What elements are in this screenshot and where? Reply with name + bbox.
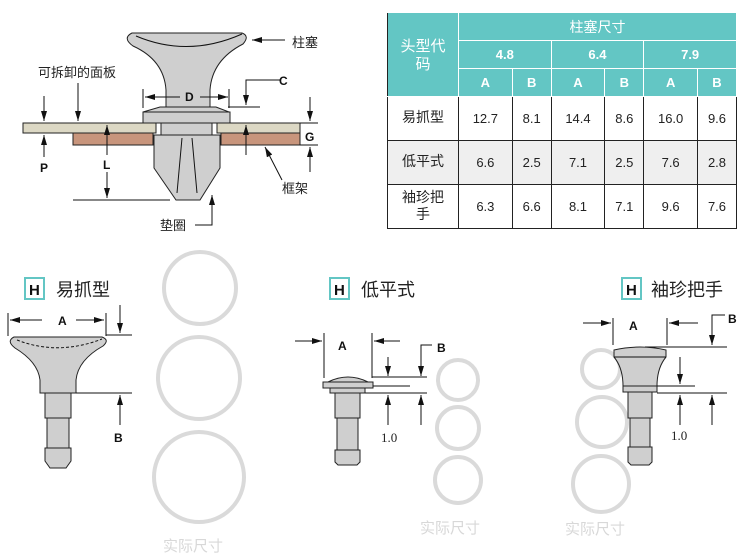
table-cell: 16.0	[643, 96, 698, 141]
washer-label: 垫圈	[160, 218, 186, 234]
dim-b-label: B	[114, 431, 123, 445]
dim-c-label: C	[279, 74, 288, 88]
dim-p-label: P	[40, 161, 48, 175]
row-header: 易抓型	[387, 96, 459, 141]
actual-size-ring	[435, 405, 481, 451]
plunger-flange	[142, 106, 230, 113]
table-cell: 8.1	[550, 184, 606, 229]
subcol-header: B	[511, 68, 552, 97]
dim-b-label: B	[728, 312, 737, 326]
frame-left	[72, 132, 154, 146]
variant-mini-handle: H 袖珍把手 实际尺寸 A B 1.0	[565, 277, 737, 538]
subcol-header: B	[604, 68, 645, 97]
table-cell: 9.6	[696, 96, 738, 141]
dim-l-label: L	[103, 158, 110, 172]
table-cell: 7.6	[643, 140, 698, 185]
dim-a-label: A	[338, 339, 347, 353]
subcol-header: A	[643, 68, 698, 97]
row-header: 袖珍把手	[387, 184, 459, 229]
table-cell: 12.7	[458, 96, 513, 141]
table-cell: 7.1	[550, 140, 606, 185]
table-cell: 9.6	[643, 184, 698, 229]
table-cell: 2.8	[696, 140, 738, 185]
size-header: 7.9	[643, 40, 737, 69]
table-cell: 6.6	[458, 140, 513, 185]
table-row: 低平式 6.6 2.5 7.1 2.5 7.6 2.8	[387, 140, 738, 185]
gap-value: 1.0	[671, 428, 687, 443]
table-cell: 7.6	[696, 184, 738, 229]
variant-title: 低平式	[361, 280, 415, 301]
subcol-header: A	[550, 68, 606, 97]
actual-size-ring	[433, 455, 483, 505]
table-row: 易抓型 12.7 8.1 14.4 8.6 16.0 9.6	[387, 96, 738, 141]
plunger-label: 柱塞	[292, 35, 318, 51]
dim-b-label: B	[437, 341, 446, 355]
removable-panel-right	[216, 122, 301, 134]
table-cell: 14.4	[550, 96, 606, 141]
corner-header: 头型代码	[387, 12, 459, 97]
panel-label: 可拆卸的面板	[38, 65, 116, 81]
actual-size-label: 实际尺寸	[420, 519, 480, 537]
table-cell: 6.3	[458, 184, 513, 229]
variant-badge: H	[334, 282, 345, 299]
table-cell: 8.6	[604, 96, 645, 141]
table-cell: 7.1	[604, 184, 645, 229]
table-cell: 2.5	[604, 140, 645, 185]
dim-a-label: A	[58, 314, 67, 328]
variant-title: 袖珍把手	[651, 280, 723, 301]
variant-easy-grip: H 易抓型 实际尺寸 A B	[7, 250, 246, 555]
table-cell: 2.5	[511, 140, 552, 185]
table-cell: 6.6	[511, 184, 552, 229]
gap-value: 1.0	[381, 430, 397, 445]
dim-d-label: D	[185, 90, 194, 104]
table-row: 袖珍把手 6.3 6.6 8.1 7.1 9.6 7.6	[387, 184, 738, 229]
removable-panel-left	[22, 122, 157, 134]
dim-g-label: G	[305, 130, 314, 144]
variant-low-profile: H 低平式 实际尺寸 A B 1.0	[295, 277, 483, 537]
variant-title: 易抓型	[56, 280, 110, 301]
dim-a-label: A	[629, 319, 638, 333]
actual-size-ring	[436, 358, 480, 402]
actual-size-ring	[571, 454, 631, 514]
size-header: 4.8	[458, 40, 552, 69]
variant-badge: H	[29, 282, 40, 299]
actual-size-ring	[575, 395, 629, 449]
row-header: 低平式	[387, 140, 459, 185]
actual-size-label: 实际尺寸	[163, 537, 223, 555]
size-header: 6.4	[550, 40, 645, 69]
actual-size-ring	[156, 335, 242, 421]
frame-label: 框架	[282, 182, 308, 197]
variant-badge: H	[626, 282, 637, 299]
frame-right	[220, 132, 301, 146]
group-header: 柱塞尺寸	[458, 12, 737, 41]
dimension-table: 头型代码 柱塞尺寸 4.8 6.4 7.9 A B A B A B 易抓型 12…	[387, 12, 738, 229]
table-cell: 8.1	[511, 96, 552, 141]
subcol-header: B	[696, 68, 738, 97]
assembly-diagram: 柱塞 可拆卸的面板 框架 垫圈 C D G P L	[22, 32, 318, 234]
actual-size-ring	[152, 430, 246, 524]
plunger-collar	[142, 111, 231, 124]
grommet	[153, 134, 221, 201]
subcol-header: A	[458, 68, 513, 97]
actual-size-ring	[162, 250, 238, 326]
actual-size-label: 实际尺寸	[565, 520, 625, 538]
